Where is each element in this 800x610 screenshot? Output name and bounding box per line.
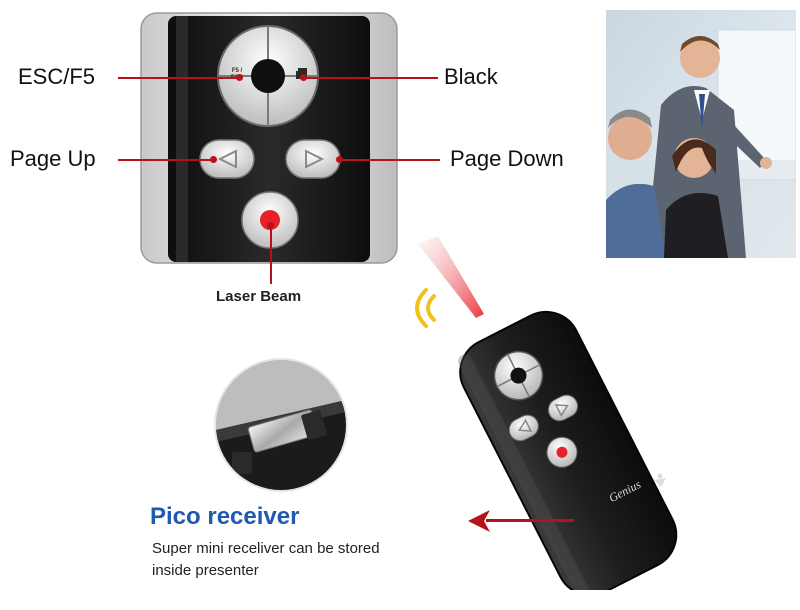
presenter-remote: Genius [424,300,724,597]
arrow-left-icon [468,510,490,532]
pico-desc-line-1: Super mini receliver can be stored [152,540,380,557]
pico-receiver-title: Pico receiver [150,503,300,530]
brand-star-icon [654,473,666,487]
esc-f5-callout-dot [236,74,243,81]
pico-receiver-photo [216,360,346,490]
laser-callout-line [270,226,272,284]
page-down-callout-line [340,159,440,161]
black-callout-line [304,77,438,79]
laser-beam-illustration [418,236,484,318]
triangle-right-icon [305,149,325,169]
wifi-waves-icon [415,288,436,328]
receiver-arrow-line [486,519,574,522]
page-up-callout-dot [210,156,217,163]
page-up-callout-line [118,159,214,161]
page-down-label: Page Down [450,146,564,171]
black-label: Black [444,64,498,89]
page-up-label: Page Up [10,146,96,171]
presenter-photo [606,10,796,258]
esc-f5-label: ESC/F5 [18,64,96,89]
black-callout-dot [300,74,307,81]
pico-receiver-description: Super mini receliver can be stored insid… [152,538,380,582]
red-dot-icon [260,210,280,230]
pico-desc-line-2: inside presenter [152,562,259,579]
page-down-callout-dot [336,156,343,163]
laser-callout-dot [267,222,274,229]
esc-f5-callout-line [118,77,238,79]
laser-beam-label: Laser Beam [216,288,302,305]
triangle-left-icon [217,149,237,169]
